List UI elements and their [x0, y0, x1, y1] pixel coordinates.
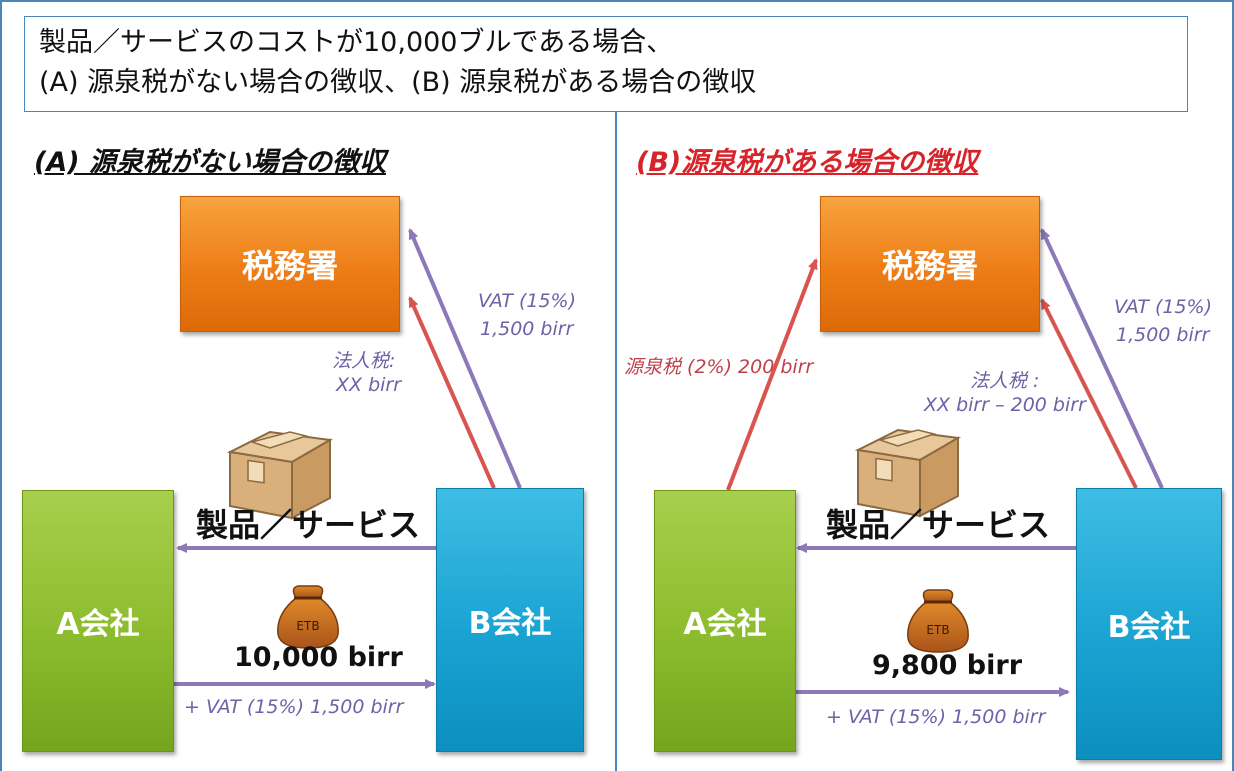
company-b-box-b: B会社	[1076, 488, 1222, 760]
arrow-corp-tax-a	[408, 296, 496, 489]
panel-b-title: (B)源泉税がある場合の徴収	[636, 147, 979, 178]
payment-vat-b: + VAT (15%) 1,500 birr	[826, 706, 1046, 728]
payment-vat-a: + VAT (15%) 1,500 birr	[184, 696, 404, 718]
payment-amount-b: 9,800 birr	[872, 650, 1023, 681]
cardboard-box-icon	[854, 428, 962, 518]
withholding-label-b: 源泉税 (2%) 200 birr	[624, 356, 814, 378]
vat-label-a-2: 1,500 birr	[480, 318, 574, 340]
frame-border-left	[0, 0, 2, 771]
corp-tax-label-b-2: XX birr – 200 birr	[924, 394, 1086, 416]
payment-amount-a: 10,000 birr	[234, 642, 403, 673]
tax-office-a: 税務署	[180, 196, 400, 332]
company-a-box-a: A会社	[22, 490, 174, 752]
panel-a-title: (A) 源泉税がない場合の徴収	[34, 147, 386, 178]
vat-label-b-2: 1,500 birr	[1116, 324, 1210, 346]
header-line-2: (A) 源泉税がない場合の徴収、(B) 源泉税がある場合の徴収	[39, 67, 757, 98]
money-bag-icon: ETB	[907, 589, 969, 653]
vat-label-a-1: VAT (15%)	[478, 290, 577, 312]
corp-tax-label-a-1: 法人税:	[332, 350, 396, 372]
panel-divider	[615, 112, 617, 771]
header-line-1: 製品／サービスのコストが10,000ブルである場合、	[39, 27, 674, 58]
arrow-withholding-b	[726, 258, 818, 491]
money-bag-icon: ETB	[277, 585, 339, 649]
svg-text:ETB: ETB	[926, 623, 949, 637]
company-a-box-b: A会社	[654, 490, 796, 752]
frame-border-top	[0, 0, 1234, 2]
arrow-vat-a	[408, 228, 522, 489]
header-box: 製品／サービスのコストが10,000ブルである場合、 (A) 源泉税がない場合の…	[24, 16, 1188, 112]
tax-office-b: 税務署	[820, 196, 1040, 332]
corp-tax-label-a-2: XX birr	[336, 374, 402, 396]
frame-border-right	[1232, 0, 1234, 771]
cardboard-box-icon	[226, 430, 334, 520]
goods-label-b: 製品／サービス	[826, 506, 1051, 544]
company-b-box-a: B会社	[436, 488, 584, 752]
goods-label-a: 製品／サービス	[196, 506, 421, 544]
svg-text:ETB: ETB	[296, 619, 319, 633]
arrow-corp-tax-b	[1040, 298, 1138, 489]
corp-tax-label-b-1: 法人税 :	[970, 370, 1040, 392]
arrow-vat-b	[1040, 228, 1164, 489]
vat-label-b-1: VAT (15%)	[1114, 296, 1213, 318]
